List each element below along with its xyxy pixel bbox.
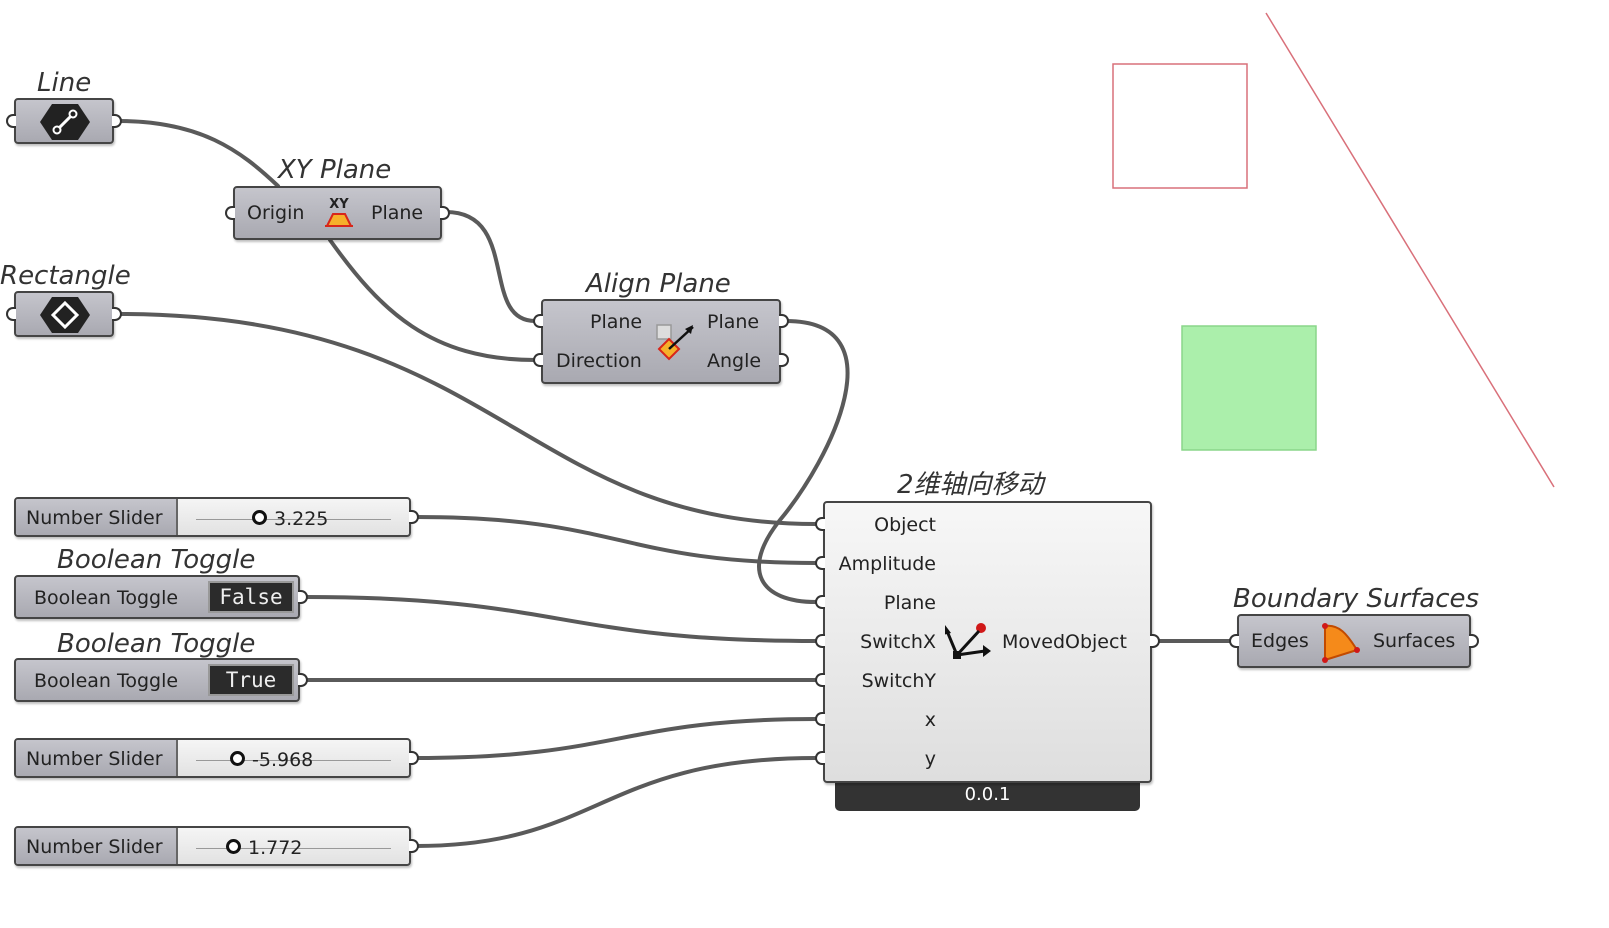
number-slider-3[interactable]: Number Slider 1.772 xyxy=(14,826,411,866)
boolean-toggle-2-label: Boolean Toggle xyxy=(34,670,179,692)
boolean-toggle-2[interactable]: Boolean Toggle True xyxy=(14,658,300,702)
number-slider-1-port[interactable] xyxy=(409,510,419,524)
xy-plane-plane-label: Plane xyxy=(371,202,424,224)
xy-plane-origin-port[interactable] xyxy=(225,206,235,220)
number-slider-3-label: Number Slider xyxy=(26,836,163,858)
wire-slider1-to-amplitude xyxy=(414,515,818,565)
rectangle-component[interactable] xyxy=(14,291,114,337)
align-plane-plane-out-port[interactable] xyxy=(779,314,789,328)
boolean-toggle-1-label: Boolean Toggle xyxy=(34,587,179,609)
number-slider-2-track[interactable] xyxy=(196,752,391,761)
align-plane-title: Align Plane xyxy=(586,269,731,299)
boolean-toggle-2-port[interactable] xyxy=(298,673,308,687)
number-slider-2-label: Number Slider xyxy=(26,748,163,770)
number-slider-1-value: 3.225 xyxy=(274,508,329,530)
wire-line-to-origin xyxy=(116,119,280,188)
number-slider-3-knob[interactable] xyxy=(226,839,241,854)
move2d-x-port[interactable] xyxy=(815,712,825,726)
wire-xy-to-align-direction xyxy=(328,238,537,362)
number-slider-1-knob[interactable] xyxy=(252,510,267,525)
boolean-toggle-1-port[interactable] xyxy=(298,590,308,604)
align-plane-input-direction: Direction xyxy=(556,350,642,372)
align-plane-input-plane: Plane xyxy=(590,311,643,333)
align-plane-angle-out-port[interactable] xyxy=(779,353,789,367)
move2d-input-object: Object xyxy=(874,514,936,536)
boolean-toggle-2-value[interactable]: True xyxy=(208,664,294,696)
rectangle-title: Rectangle xyxy=(0,261,131,291)
wire-align-to-plane xyxy=(757,319,850,604)
wire-toggle1-to-switchx xyxy=(304,595,818,643)
xy-plane-title: XY Plane xyxy=(278,155,392,185)
number-slider-2-value: -5.968 xyxy=(252,749,314,771)
number-slider-2-port[interactable] xyxy=(409,751,419,765)
align-plane-plane-in-port[interactable] xyxy=(533,314,543,328)
align-plane-icon xyxy=(656,324,694,361)
boolean-toggle-1-value[interactable]: False xyxy=(208,581,294,613)
wire-slider2-to-x xyxy=(414,717,818,760)
move2d-switchx-port[interactable] xyxy=(815,634,825,648)
boundary-output-surfaces: Surfaces xyxy=(1373,630,1456,652)
align-plane-output-angle: Angle xyxy=(707,350,762,372)
number-slider-2-knob[interactable] xyxy=(230,751,245,766)
wire-rectangle-to-object xyxy=(116,312,818,526)
number-slider-1-track[interactable] xyxy=(196,511,391,520)
boundary-title: Boundary Surfaces xyxy=(1233,584,1480,614)
number-slider-1-label: Number Slider xyxy=(26,507,163,529)
boundary-surfaces-port[interactable] xyxy=(1469,634,1479,648)
number-slider-3-port[interactable] xyxy=(409,839,419,853)
move2d-switchy-port[interactable] xyxy=(815,673,825,687)
xy-plane-origin-label: Origin xyxy=(247,202,305,224)
align-plane-direction-in-port[interactable] xyxy=(533,353,543,367)
rectangle-preview xyxy=(1112,63,1248,189)
boundary-surface-icon xyxy=(1322,623,1360,663)
boolean-toggle-1-title: Boolean Toggle xyxy=(57,545,256,575)
move2d-output-label: MovedObject xyxy=(1002,631,1127,653)
move2d-version: 0.0.1 xyxy=(835,779,1140,811)
line-icon xyxy=(40,104,90,140)
move2d-object-port[interactable] xyxy=(815,517,825,531)
move2d-y-port[interactable] xyxy=(815,751,825,765)
move2d-input-y: y xyxy=(924,748,936,770)
line-component[interactable] xyxy=(14,98,114,144)
move2d-input-x: x xyxy=(924,709,936,731)
move2d-input-plane: Plane xyxy=(883,592,936,614)
xy-plane-icon: XY xyxy=(325,197,353,227)
move2d-plane-port[interactable] xyxy=(815,595,825,609)
move2d-title: 2维轴向移动 xyxy=(897,470,1044,500)
line-input-port[interactable] xyxy=(6,114,16,128)
wire-xy-to-align-plane xyxy=(444,210,537,323)
xy-plane-plane-port[interactable] xyxy=(440,206,450,220)
rectangle-input-port[interactable] xyxy=(6,307,16,321)
wire-slider3-to-y xyxy=(414,756,818,848)
rectangle-icon xyxy=(40,297,90,333)
number-slider-1[interactable]: Number Slider 3.225 xyxy=(14,497,411,537)
move2d-input-switchy: SwitchY xyxy=(861,670,936,692)
move2d-movedobject-port[interactable] xyxy=(1150,634,1160,648)
move2d-input-amplitude: Amplitude xyxy=(838,553,936,575)
xy-plane-component[interactable]: Origin XY Plane xyxy=(233,186,442,240)
move2d-component[interactable]: Object Amplitude Plane SwitchX SwitchY x… xyxy=(823,501,1152,783)
boolean-toggle-1[interactable]: Boolean Toggle False xyxy=(14,575,300,619)
move-axis-icon xyxy=(945,623,991,659)
boundary-edges-port[interactable] xyxy=(1229,634,1239,648)
number-slider-3-track[interactable] xyxy=(196,840,391,849)
line-title: Line xyxy=(37,68,92,98)
align-plane-component[interactable]: Plane Direction Plane Angle xyxy=(541,299,781,384)
rectangle-output-port[interactable] xyxy=(112,307,122,321)
boolean-toggle-2-title: Boolean Toggle xyxy=(57,629,256,659)
move2d-input-switchx: SwitchX xyxy=(860,631,936,653)
line-output-port[interactable] xyxy=(112,114,122,128)
svg-text:XY: XY xyxy=(329,197,349,212)
boundary-input-edges: Edges xyxy=(1251,630,1309,652)
surface-preview xyxy=(1181,325,1317,451)
number-slider-2[interactable]: Number Slider -5.968 xyxy=(14,738,411,778)
align-plane-output-plane: Plane xyxy=(707,311,760,333)
move2d-amplitude-port[interactable] xyxy=(815,556,825,570)
number-slider-3-value: 1.772 xyxy=(248,837,303,859)
line-preview xyxy=(1265,12,1555,488)
boundary-component[interactable]: Edges Surfaces xyxy=(1237,614,1471,668)
